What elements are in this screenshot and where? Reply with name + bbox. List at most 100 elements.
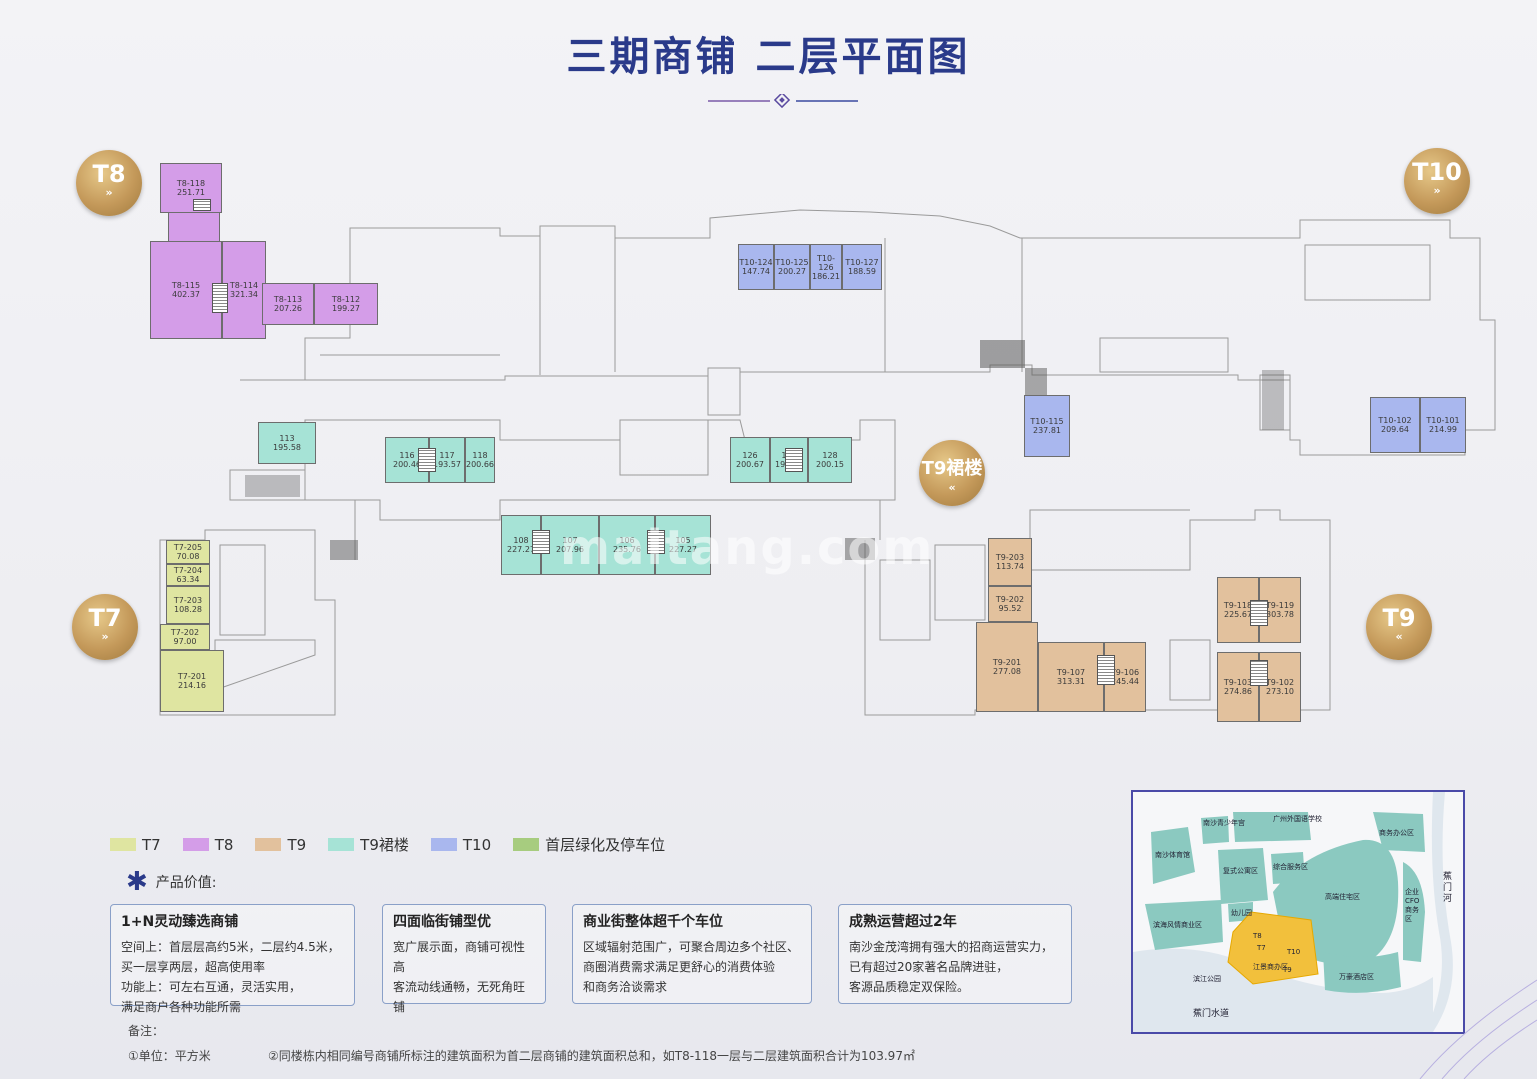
map-label: 高端住宅区	[1325, 893, 1360, 901]
badge-t10: T10»	[1404, 148, 1470, 214]
legend-item: T9	[255, 836, 306, 854]
badge-t9-podium: T9裙楼«	[919, 440, 985, 506]
legend-label: T10	[462, 835, 492, 854]
legend-swatch	[182, 838, 209, 851]
stair-core	[1097, 655, 1115, 685]
legend-label: 首层绿化及停车位	[545, 836, 666, 854]
badge-t8: T8»	[76, 150, 142, 216]
product-value-label: 产品价值:	[155, 875, 217, 891]
map-label: 江景商办区	[1253, 963, 1288, 971]
stair-core	[418, 448, 436, 472]
map-label: 企业CFO商务区	[1405, 888, 1420, 923]
card-text: 区域辐射范围广，可聚合周边多个社区、商圈消费需求满足更舒心的消费体验和商务洽谈需…	[583, 940, 800, 994]
product-value-heading: ✱ 产品价值:	[126, 867, 217, 897]
page-title: 三期商铺 二层平面图	[566, 34, 971, 80]
map-label: T8	[1253, 932, 1262, 940]
card-street-facing: 四面临街铺型优 宽广展示面，商铺可视性高客流动线通畅，无死角旺铺	[382, 904, 546, 1014]
map-label: 南沙体育馆	[1155, 851, 1190, 859]
map-label: 蕉门河	[1443, 872, 1453, 904]
card-flex-shop: 1+N灵动臻选商铺 空间上：首层层高约5米，二层约4.5米，买一层享两层，超高使…	[110, 904, 355, 1014]
watermark: maitang.com	[560, 520, 935, 576]
stair-core	[785, 448, 803, 472]
legend-label: T9	[287, 835, 307, 854]
stair-core	[1250, 600, 1268, 626]
stair-core	[647, 530, 665, 554]
map-label: 综合服务区	[1273, 863, 1308, 871]
card-operation: 成熟运营超过2年 南沙金茂湾拥有强大的招商运营实力，已有超过20家著名品牌进驻，…	[838, 904, 1072, 1004]
legend-item: T7	[110, 836, 161, 854]
map-label: T10	[1287, 948, 1301, 956]
map-label: T9	[1283, 966, 1292, 974]
stair-core	[193, 199, 211, 211]
legend-swatch	[430, 838, 457, 851]
legend-label: T9裙楼	[360, 836, 409, 854]
legend-item: T10	[430, 835, 492, 854]
card-title: 成熟运营超过2年	[849, 914, 957, 930]
map-label: 万豪酒店区	[1339, 973, 1374, 981]
badge-t9: T9«	[1366, 594, 1432, 660]
legend-label: T8	[214, 835, 234, 854]
legend-item: T9裙楼	[328, 834, 409, 855]
note-unit: ①单位：平方米	[128, 1049, 211, 1063]
corner-decoration	[1419, 979, 1537, 1079]
location-map-shapes	[1133, 792, 1453, 1032]
map-label: 复式公寓区	[1223, 867, 1258, 875]
card-title: 四面临街铺型优	[393, 914, 491, 930]
unit-t8-118-link	[168, 213, 220, 241]
location-map: 南沙青少年宫 广州外国语学校 南沙体育馆 复式公寓区 综合服务区 高端住宅区 商…	[1131, 790, 1465, 1034]
map-label: 南沙青少年宫	[1203, 819, 1245, 827]
legend-swatch	[513, 838, 540, 851]
legend-swatch	[255, 838, 282, 851]
card-title: 1+N灵动臻选商铺	[121, 914, 239, 930]
map-label: 幼儿园	[1231, 909, 1252, 917]
legend-swatch	[110, 838, 136, 851]
stair-core	[532, 530, 550, 554]
note-area: ②同楼栋内相同编号商铺所标注的建筑面积为首二层商铺的建筑面积总和，如T8-118…	[268, 1049, 915, 1063]
legend-label: T7	[142, 835, 161, 854]
legend: T7 T8 T9 T9裙楼 T10 首层绿化及停车位	[110, 834, 665, 855]
card-parking: 商业街整体超千个车位 区域辐射范围广，可聚合周边多个社区、商圈消费需求满足更舒心…	[572, 904, 812, 1004]
badge-t7: T7»	[72, 594, 138, 660]
star-icon: ✱	[126, 867, 148, 897]
legend-item: 首层绿化及停车位	[513, 834, 665, 855]
map-label: 滨江公园	[1193, 975, 1221, 983]
map-label: 商务办公区	[1379, 829, 1414, 837]
card-text: 空间上：首层层高约5米，二层约4.5米，买一层享两层，超高使用率 功能上：可左右…	[121, 940, 340, 1014]
legend-item: T8	[182, 835, 234, 854]
card-text: 南沙金茂湾拥有强大的招商运营实力，已有超过20家著名品牌进驻，客源品质稳定双保险…	[849, 940, 1054, 994]
stair-core	[1250, 660, 1268, 686]
title-divider	[708, 94, 858, 108]
map-label: 滨海风情商业区	[1153, 921, 1202, 929]
legend-swatch	[328, 838, 355, 851]
map-label: 蕉门水道	[1193, 1009, 1230, 1019]
stair-core	[212, 283, 228, 313]
